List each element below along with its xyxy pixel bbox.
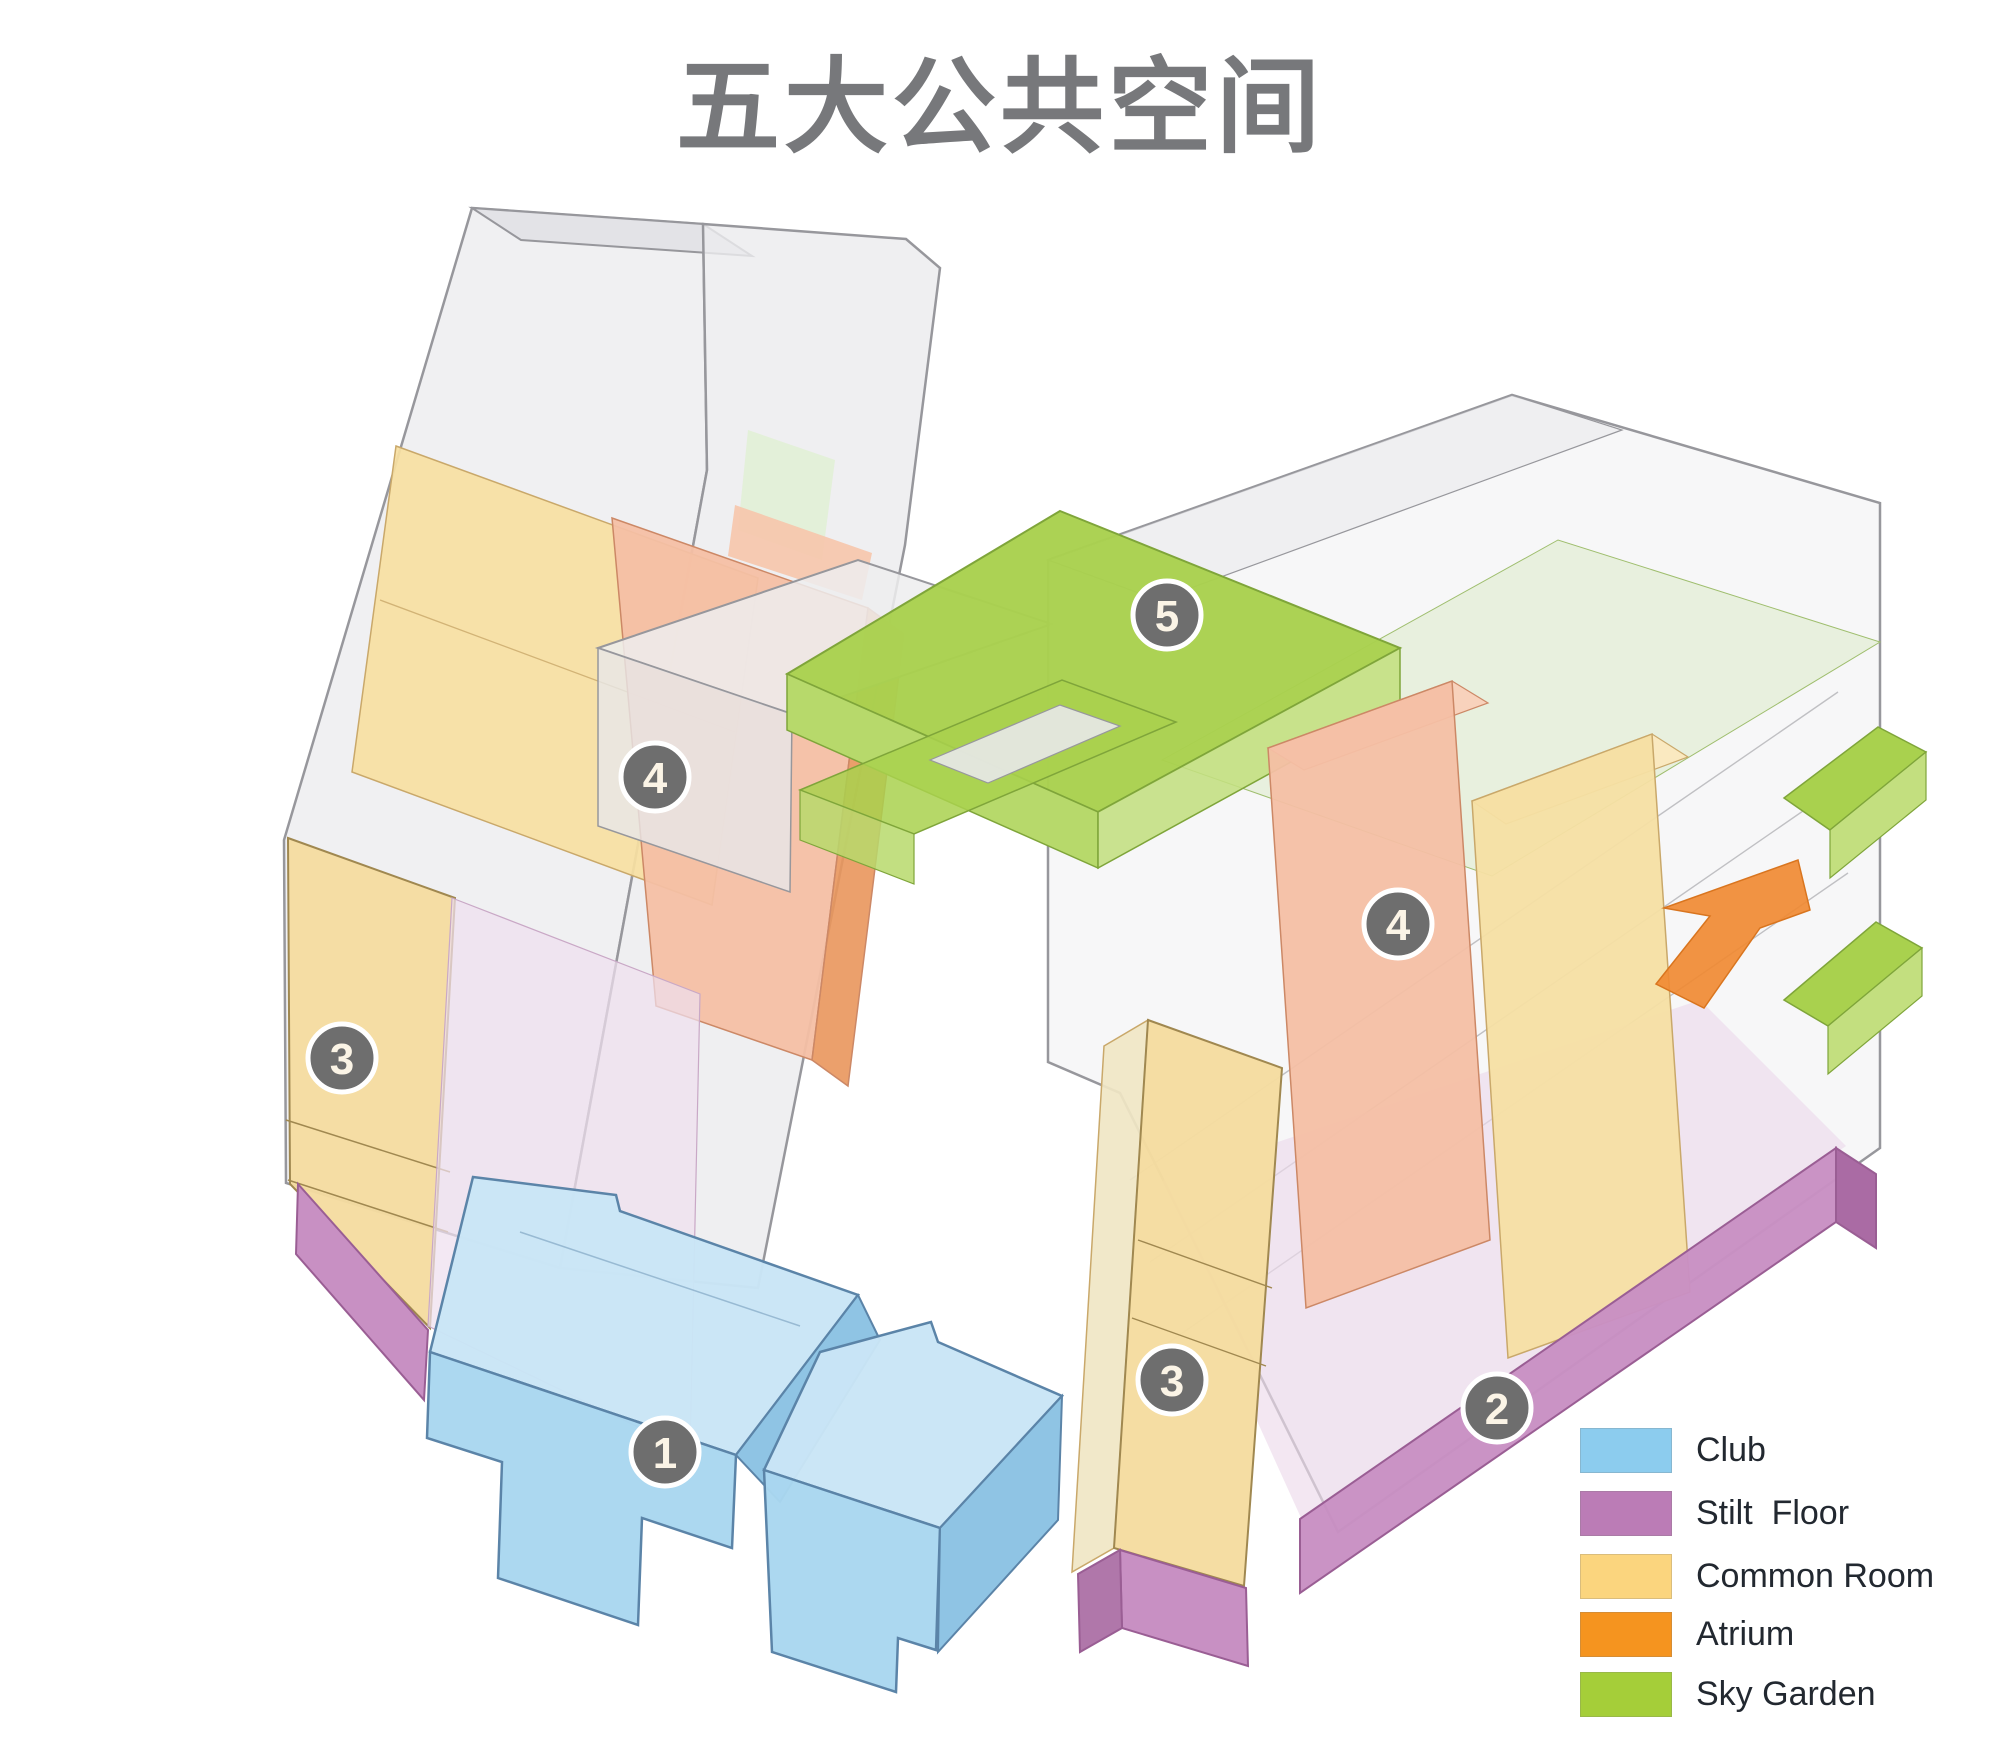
stilt-floor-swatch (1580, 1491, 1672, 1536)
marker-3-common-room-left: 3 (305, 1021, 379, 1095)
marker-2-stilt-floor: 2 (1460, 1371, 1534, 1445)
right-common-column-line2 (1131, 1317, 1267, 1367)
svg-text:3: 3 (330, 1035, 354, 1084)
common-room-swatch (1580, 1554, 1672, 1599)
terrace-walkway-cut (928, 704, 1122, 784)
right-common-block (1471, 732, 1691, 1360)
legend-item-atrium: Atrium (1580, 1612, 1934, 1657)
right-atrium-block (1267, 679, 1491, 1310)
legend: Club Stilt Floor Common Room Atrium Sky … (1580, 1428, 1934, 1717)
svg-text:5: 5 (1155, 592, 1179, 641)
legend-label-stilt-floor: Stilt Floor (1696, 1494, 1850, 1532)
sky-garden-wedge-lower-fascia (1827, 946, 1923, 1076)
right-common-column-line1 (1137, 1239, 1273, 1289)
svg-text:4: 4 (643, 754, 668, 803)
right-stilt-band-side (1835, 1146, 1877, 1250)
club-roof-inset-line (519, 1231, 801, 1327)
legend-label-common-room: Common Room (1696, 1557, 1935, 1595)
legend-label-atrium: Atrium (1696, 1615, 1795, 1653)
legend-item-stilt-floor: Stilt Floor (1580, 1491, 1934, 1536)
right-common-column (1112, 1018, 1284, 1588)
marker-5-sky-garden: 5 (1130, 578, 1204, 652)
legend-item-sky-garden: Sky Garden (1580, 1672, 1934, 1717)
legend-item-common-room: Common Room (1580, 1554, 1934, 1599)
atrium-zigzag (1654, 859, 1811, 1009)
svg-text:4: 4 (1386, 901, 1411, 950)
legend-label-club: Club (1696, 1431, 1766, 1469)
marker-4-atrium-right: 4 (1361, 887, 1435, 961)
left-common-block-line2 (287, 1179, 449, 1233)
left-building-cluster (282, 206, 942, 1453)
right-building-cluster (784, 393, 1928, 1668)
right-stilt-footing-side (1076, 1548, 1124, 1654)
sky-garden-swatch (1580, 1672, 1672, 1717)
sky-garden-terrace-fascia (799, 789, 915, 885)
atrium-swatch (1580, 1612, 1672, 1657)
legend-item-club: Club (1580, 1428, 1934, 1473)
sky-garden-wedge-upper-fascia (1829, 750, 1927, 880)
club-left-front (425, 1350, 738, 1627)
svg-text:3: 3 (1160, 1357, 1184, 1406)
left-common-room-block (286, 836, 457, 1331)
marker-4-atrium-left: 4 (618, 740, 692, 814)
bridge-front (597, 646, 793, 894)
left-stilt-footing (294, 1181, 430, 1403)
left-common-block-line1 (285, 1119, 451, 1173)
club-building (425, 1175, 1065, 1694)
club-right-side (936, 1393, 1064, 1655)
zone-markers: 1 2 3 3 4 4 5 (305, 578, 1534, 1489)
legend-label-sky-garden: Sky Garden (1696, 1675, 1876, 1713)
page-title: 五大公共空间 (675, 50, 1324, 166)
svg-text:2: 2 (1485, 1385, 1509, 1434)
club-swatch (1580, 1428, 1672, 1473)
marker-3-common-room-right: 3 (1135, 1343, 1209, 1417)
marker-1-club: 1 (628, 1415, 702, 1489)
svg-text:1: 1 (653, 1429, 677, 1478)
